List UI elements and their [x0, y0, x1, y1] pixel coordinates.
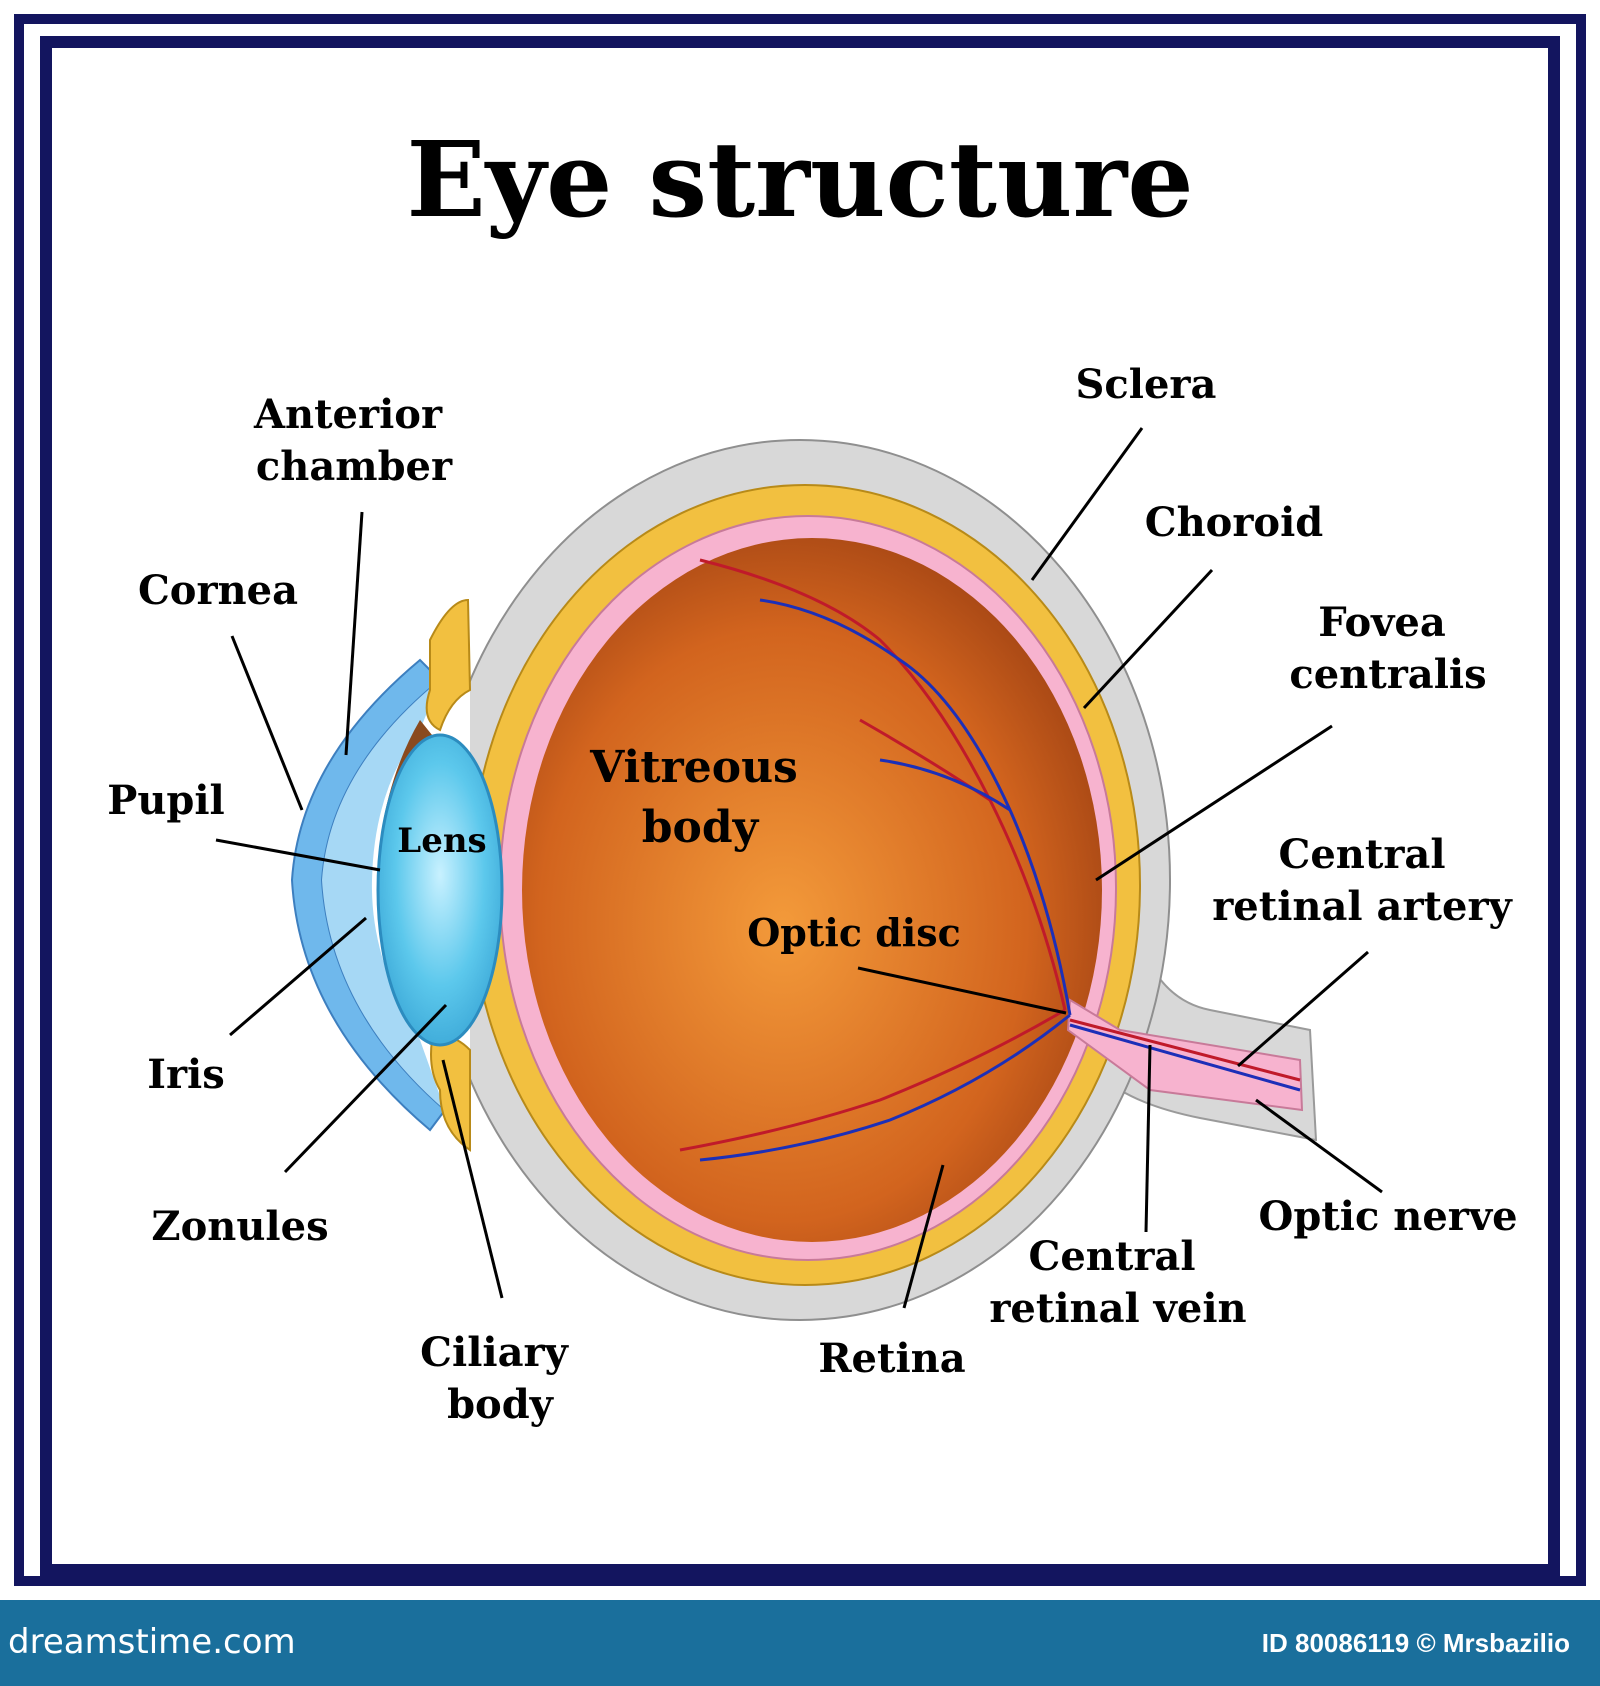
label-ciliary-body-1: Ciliary: [420, 1329, 569, 1376]
label-cornea: Cornea: [138, 567, 298, 614]
vein-upper-branch: [879, 758, 1011, 812]
artery-upper: [699, 558, 1067, 1011]
leader-cornea: [230, 635, 304, 811]
inner-border: [40, 36, 1560, 1576]
leader-choroid: [1082, 568, 1214, 710]
ciliary-body-top: [425, 598, 472, 732]
leader-retina: [902, 1164, 945, 1309]
label-retina: Retina: [818, 1335, 965, 1382]
vessels-optic: [1069, 1018, 1301, 1082]
vein-lower: [699, 1013, 1071, 1162]
leader-zonules: [283, 1003, 448, 1174]
artery-lower: [679, 1008, 1066, 1152]
label-sclera: Sclera: [1076, 361, 1217, 408]
label-lens: Lens: [397, 821, 486, 861]
label-fovea-centralis-1: Fovea: [1318, 599, 1446, 646]
label-anterior-chamber-1: Anterior: [253, 391, 443, 438]
leader-pupil: [215, 838, 381, 872]
diagram-title: Eye structure: [406, 118, 1194, 241]
label-optic-disc: Optic disc: [747, 910, 961, 955]
label-zonules: Zonules: [151, 1203, 328, 1250]
outer-border: [14, 14, 1586, 1586]
label-pupil: Pupil: [107, 777, 225, 824]
leader-optic-nerve: [1255, 1098, 1383, 1194]
label-anterior-chamber-2: chamber: [256, 443, 453, 490]
lens: [376, 733, 504, 1047]
vein-upper: [759, 598, 1072, 1016]
label-vitreous-body-2: body: [642, 802, 760, 853]
label-central-retinal-vein-2: retinal vein: [989, 1285, 1246, 1332]
label-central-retinal-artery-1: Central: [1278, 831, 1445, 878]
label-optic-nerve: Optic nerve: [1258, 1193, 1517, 1240]
footer-brand[interactable]: dreamstime.com: [8, 1622, 296, 1662]
leader-fovea: [1095, 724, 1333, 882]
leader-anterior-chamber: [344, 511, 364, 756]
label-choroid: Choroid: [1145, 499, 1324, 546]
leader-central-vein: [1144, 1044, 1152, 1233]
label-iris: Iris: [147, 1051, 225, 1098]
retinal-vessels: [679, 558, 1301, 1162]
vessels-optic-vein: [1069, 1023, 1301, 1092]
anterior-chamber: [322, 680, 445, 1110]
label-ciliary-body-2: body: [447, 1381, 555, 1428]
leader-central-artery: [1237, 950, 1369, 1068]
vitreous-chamber: [522, 538, 1102, 1242]
optic-nerve: [1066, 998, 1304, 1112]
leader-sclera: [1030, 427, 1144, 581]
footer-bar: dreamstime.com ID 80086119 © Mrsbazilio: [0, 1600, 1600, 1686]
label-fovea-centralis-2: centralis: [1289, 651, 1486, 698]
label-central-retinal-vein-1: Central: [1028, 1233, 1195, 1280]
leader-iris: [229, 916, 367, 1037]
label-vitreous-body-1: Vitreous: [589, 742, 798, 793]
footer-image-id: ID 80086119 © Mrsbazilio: [1261, 1628, 1570, 1658]
leader-optic-disc: [857, 966, 1067, 1015]
leader-lines: [215, 427, 1383, 1309]
eye-diagram: Anterior chamber Cornea Pupil Iris Zonul…: [107, 361, 1517, 1428]
leader-ciliary-body: [441, 1059, 504, 1299]
label-central-retinal-artery-2: retinal artery: [1212, 883, 1513, 930]
